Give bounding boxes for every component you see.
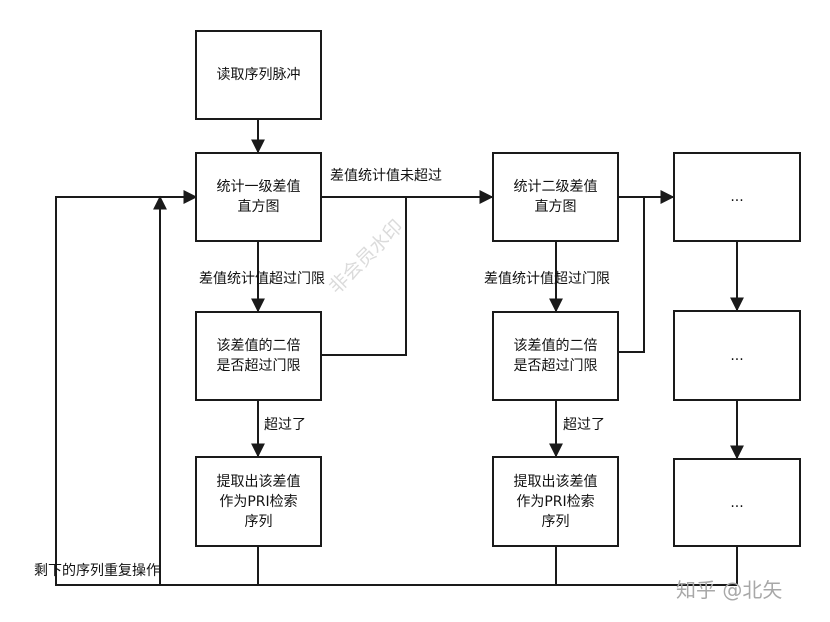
next-level-box-2: ... xyxy=(673,310,801,401)
level1-extract-box: 提取出该差值 作为PRI检索 序列 xyxy=(195,456,322,547)
level2-histogram-box: 统计二级差值 直方图 xyxy=(492,152,619,242)
label-exceed-threshold-1: 差值统计值超过门限 xyxy=(199,271,325,287)
level1-histogram-box: 统计一级差值 直方图 xyxy=(195,152,322,242)
edge-loop-outer xyxy=(55,190,198,586)
label-exceeded-2: 超过了 xyxy=(563,417,605,433)
edge-check2-to-dots-line xyxy=(618,197,645,353)
read-pulses-box: 读取序列脉冲 xyxy=(195,30,322,120)
edge-check1-to-hist2-line xyxy=(320,197,407,356)
zhihu-watermark: 知乎 @北矢 xyxy=(676,578,783,602)
label-not-exceed: 差值统计值未超过 xyxy=(330,168,442,184)
label-exceed-threshold-2: 差值统计值超过门限 xyxy=(484,271,610,287)
label-exceeded-1: 超过了 xyxy=(264,417,306,433)
level2-extract-box: 提取出该差值 作为PRI检索 序列 xyxy=(492,456,619,547)
label-repeat-remaining: 剩下的序列重复操作 xyxy=(34,563,160,579)
level2-double-check-box: 该差值的二倍 是否超过门限 xyxy=(492,311,619,401)
next-level-box-3: ... xyxy=(673,458,801,547)
next-level-box-1: ... xyxy=(673,152,801,242)
level1-double-check-box: 该差值的二倍 是否超过门限 xyxy=(195,311,322,401)
